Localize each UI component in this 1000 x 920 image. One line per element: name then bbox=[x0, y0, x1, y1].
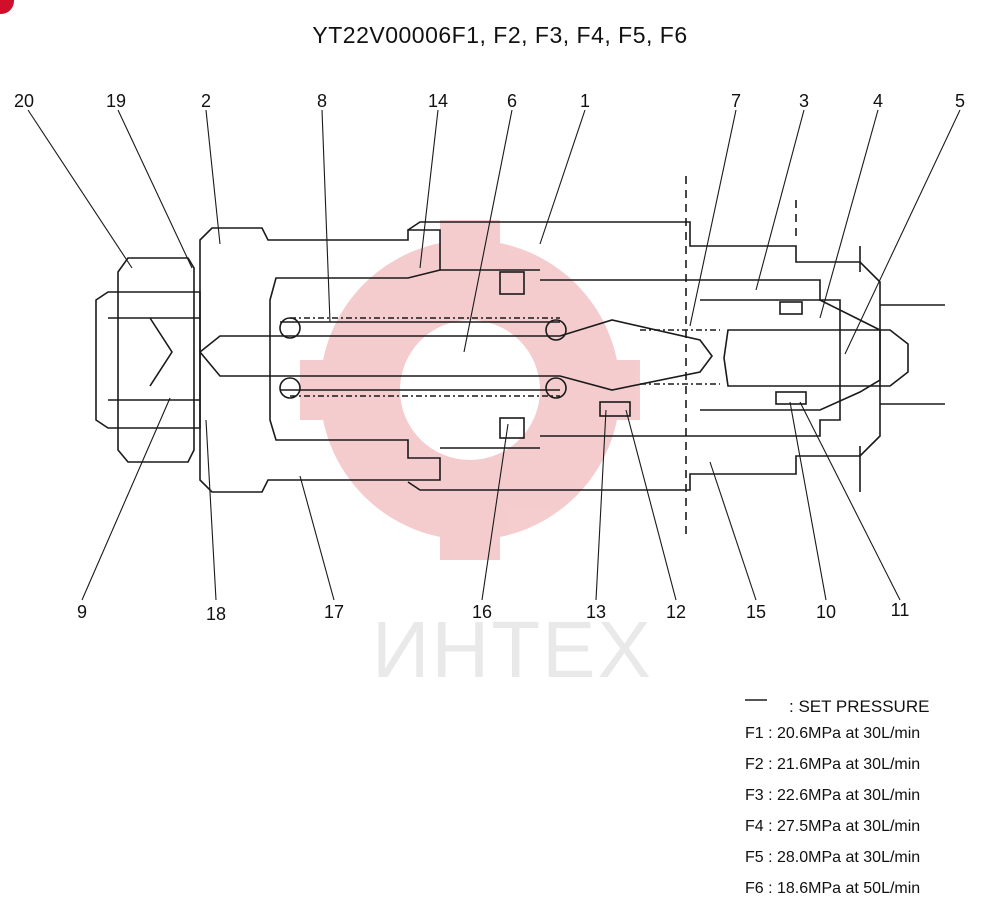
adjust-screw-head bbox=[95, 291, 201, 429]
dash-line-key bbox=[745, 698, 767, 701]
callout-1: 1 bbox=[579, 91, 591, 111]
plug-4 bbox=[700, 299, 881, 411]
callout-9: 9 bbox=[76, 602, 88, 622]
seal-upper bbox=[779, 301, 803, 315]
lock-nut bbox=[117, 257, 195, 463]
spec-f6: F6 : 18.6MPa at 50L/min bbox=[745, 880, 921, 897]
piston-6 bbox=[198, 319, 713, 391]
spec-f3: F3 : 22.6MPa at 30L/min bbox=[745, 787, 921, 804]
callout-12: 12 bbox=[665, 602, 687, 622]
seal-13 bbox=[599, 401, 631, 417]
sleeve-3 bbox=[540, 279, 841, 437]
spec-f2: F2 : 21.6MPa at 30L/min bbox=[745, 756, 921, 773]
screw-socket bbox=[149, 317, 173, 387]
legend-set-pressure-label: : SET PRESSURE bbox=[789, 697, 930, 716]
body-2 bbox=[199, 227, 441, 493]
leader-lines bbox=[27, 109, 961, 601]
callout-17: 17 bbox=[323, 602, 345, 622]
backup-ring-upper bbox=[499, 271, 525, 295]
valve-outline bbox=[27, 109, 961, 601]
watermark-text: ИНТЕХ bbox=[372, 605, 653, 694]
pressure-spec-list: F1 : 20.6MPa at 30L/min F2 : 21.6MPa at … bbox=[745, 718, 920, 904]
legend-set-pressure: : SET PRESSURE bbox=[745, 697, 929, 717]
callout-4: 4 bbox=[872, 91, 884, 111]
callout-14: 14 bbox=[427, 91, 449, 111]
callout-8: 8 bbox=[316, 91, 328, 111]
callout-7: 7 bbox=[730, 91, 742, 111]
callout-2: 2 bbox=[200, 91, 212, 111]
callout-13: 13 bbox=[585, 602, 607, 622]
callout-6: 6 bbox=[506, 91, 518, 111]
diagram-title: YT22V00006F1, F2, F3, F4, F5, F6 bbox=[312, 22, 688, 48]
callout-10: 10 bbox=[815, 602, 837, 622]
backup-ring-16 bbox=[499, 417, 525, 439]
callout-15: 15 bbox=[745, 602, 767, 622]
spec-f5: F5 : 28.0MPa at 30L/min bbox=[745, 849, 921, 866]
callout-11: 11 bbox=[890, 600, 910, 620]
spec-f1: F1 : 20.6MPa at 30L/min bbox=[745, 725, 921, 742]
callout-3: 3 bbox=[798, 91, 810, 111]
callout-20: 20 bbox=[13, 91, 35, 111]
spec-f4: F4 : 27.5MPa at 30L/min bbox=[745, 818, 921, 835]
callout-5: 5 bbox=[954, 91, 966, 111]
stem-5 bbox=[723, 329, 909, 387]
seal-10 bbox=[775, 391, 807, 405]
callout-19: 19 bbox=[105, 91, 127, 111]
callout-18: 18 bbox=[205, 604, 227, 624]
callout-16: 16 bbox=[471, 602, 493, 622]
